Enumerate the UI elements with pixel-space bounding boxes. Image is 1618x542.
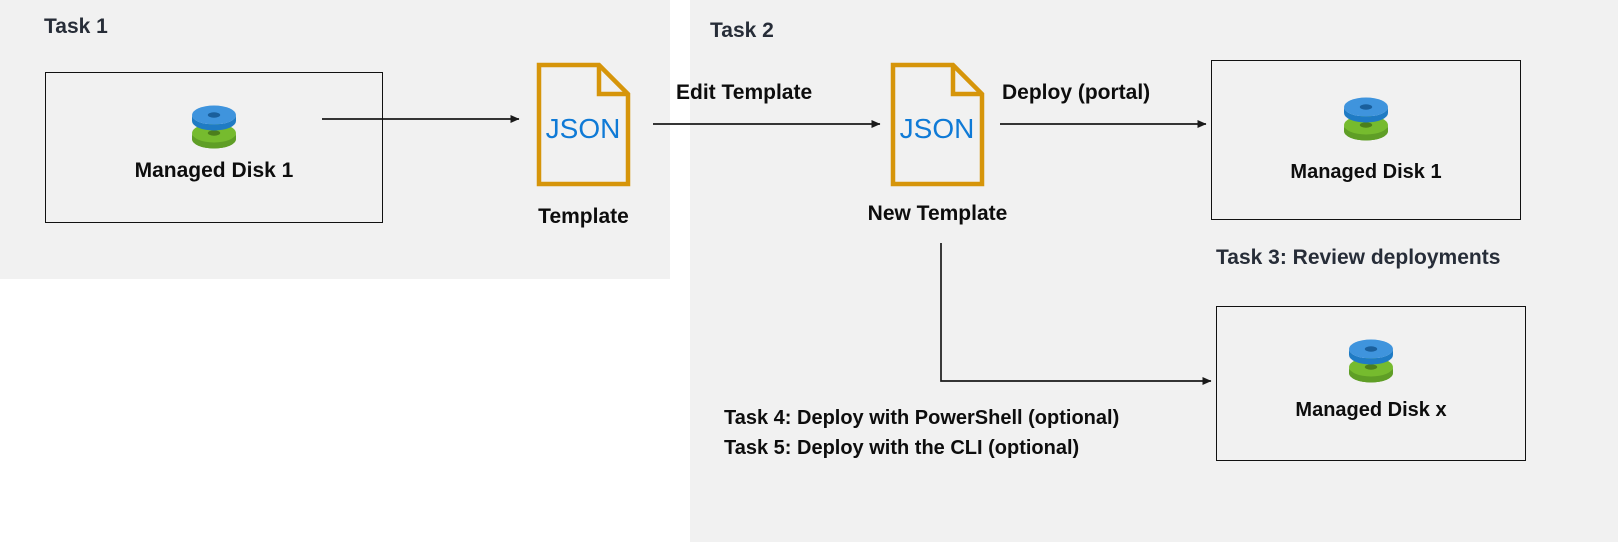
- task1-heading: Task 1: [44, 15, 108, 38]
- managed-disk-icon: [1336, 87, 1396, 152]
- json-icon-text: JSON: [546, 113, 621, 144]
- managed-disk-icon: [1341, 329, 1401, 394]
- json-icon-text: JSON: [900, 113, 975, 144]
- managed-disk-1-box-deployed[interactable]: Managed Disk 1: [1211, 60, 1521, 220]
- deploy-portal-label: Deploy (portal): [1002, 81, 1151, 104]
- managed-disk-1-label: Managed Disk 1: [1290, 161, 1442, 183]
- new-template-caption: New Template: [867, 202, 1008, 225]
- task2-heading: Task 2: [710, 19, 774, 42]
- new-template-json-icon[interactable]: JSON: [890, 62, 985, 192]
- template-json-icon[interactable]: JSON: [536, 62, 631, 192]
- optional-tasks-block: Task 4: Deploy with PowerShell (optional…: [724, 403, 1119, 463]
- task5-caption: Task 5: Deploy with the CLI (optional): [724, 437, 1080, 459]
- edit-template-label: Edit Template: [676, 81, 813, 104]
- task1-panel: [0, 0, 670, 279]
- managed-disk-icon: [184, 95, 244, 160]
- managed-disk-x-box[interactable]: Managed Disk x: [1216, 306, 1526, 461]
- managed-disk-x-label: Managed Disk x: [1295, 399, 1447, 421]
- template-caption: Template: [538, 205, 629, 228]
- task4-caption: Task 4: Deploy with PowerShell (optional…: [724, 407, 1120, 429]
- managed-disk-1-box-task1[interactable]: Managed Disk 1: [45, 72, 383, 223]
- task3-heading: Task 3: Review deployments: [1216, 246, 1501, 269]
- managed-disk-1-label: Managed Disk 1: [134, 159, 294, 182]
